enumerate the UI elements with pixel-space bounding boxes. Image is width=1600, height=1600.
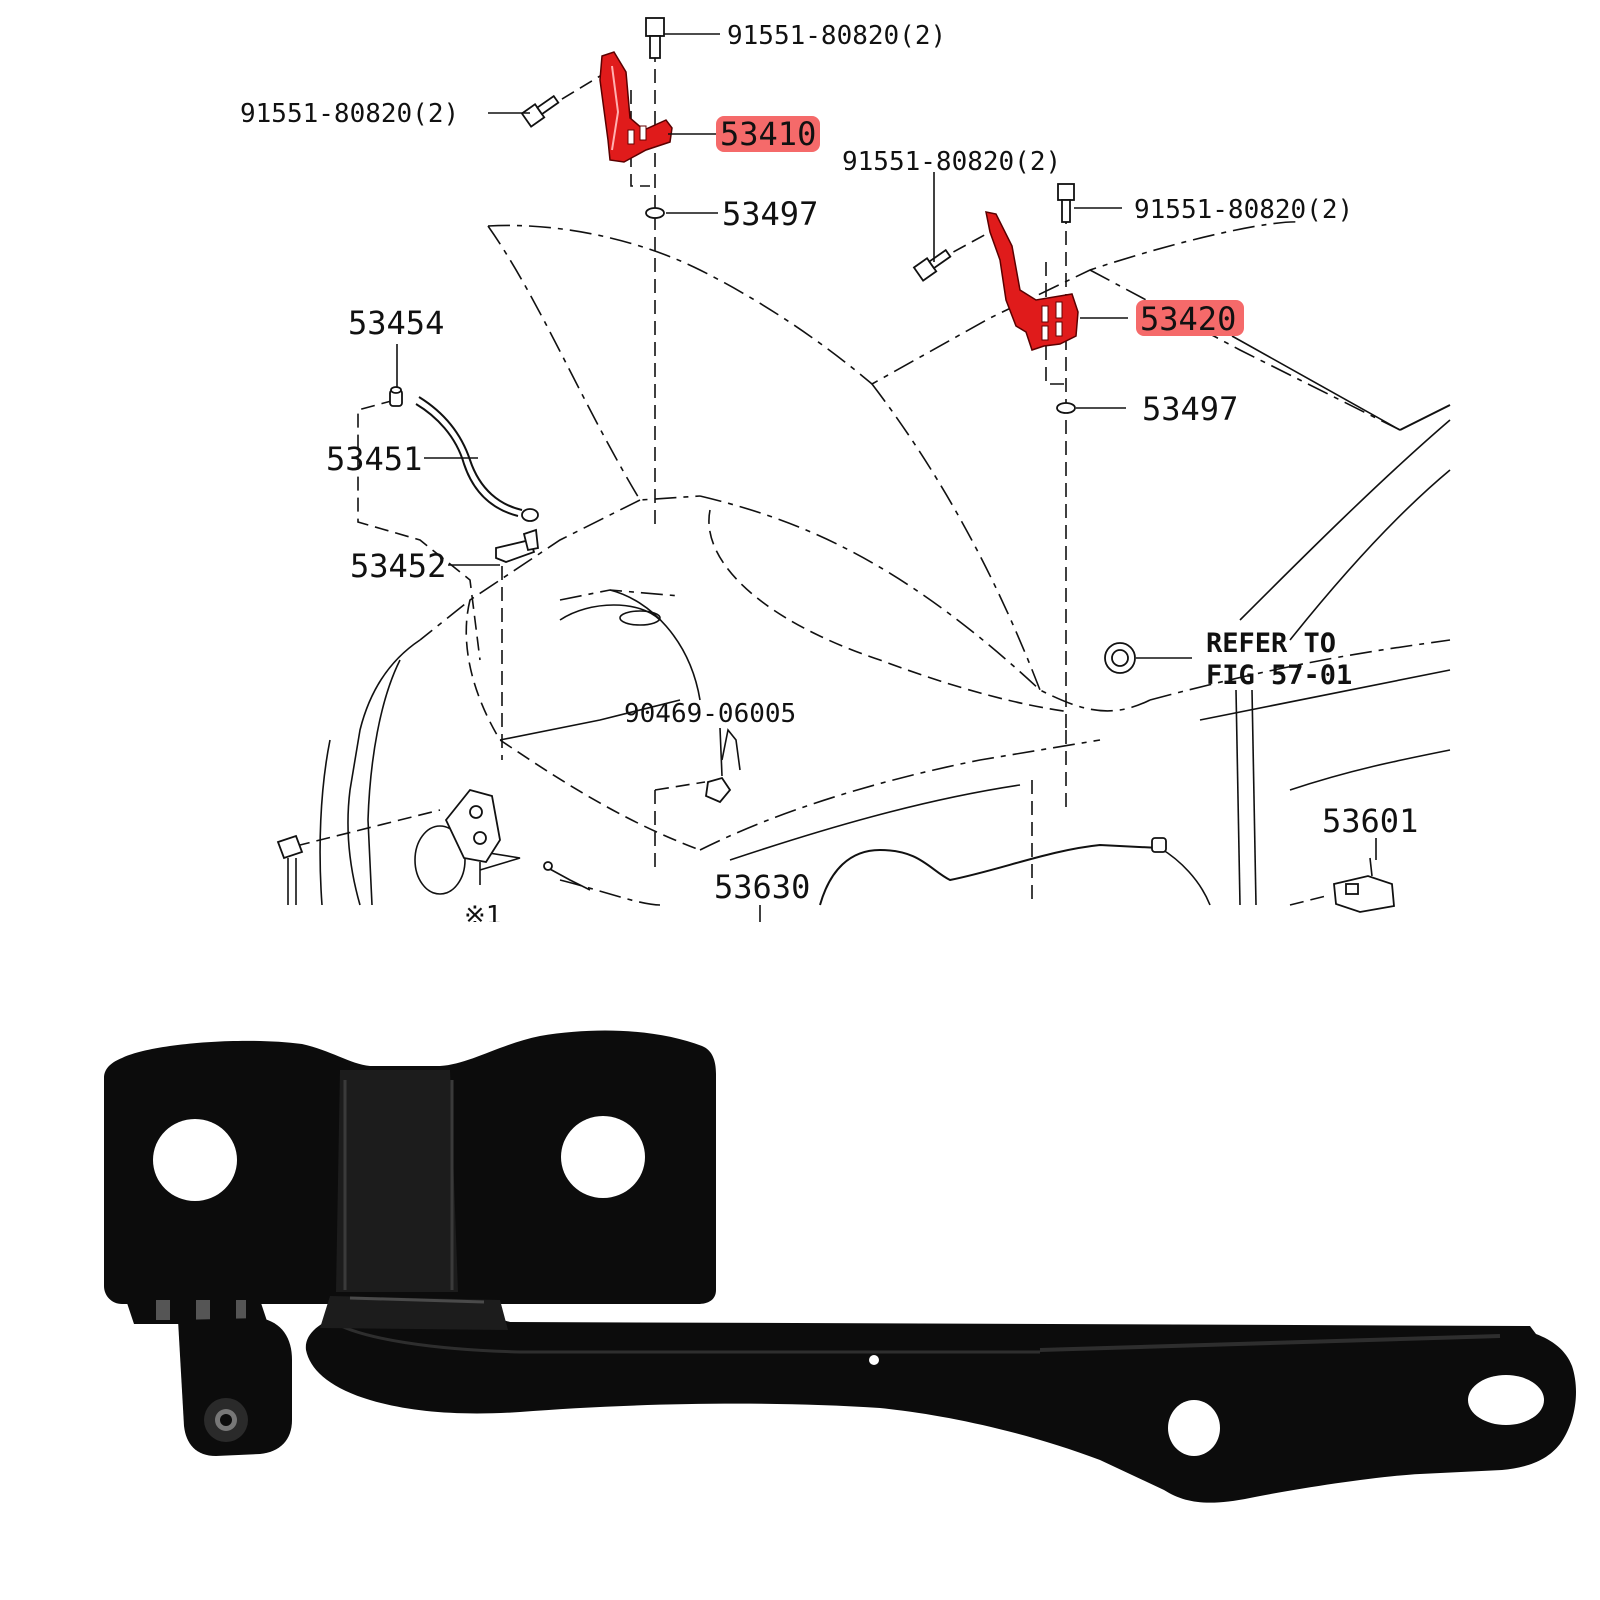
callout-bolt-mid: 91551-80820(2) <box>842 147 1061 177</box>
rod-clip-icon <box>495 528 539 563</box>
bolt-icon <box>276 834 304 905</box>
vehicle-outline <box>319 221 1451 906</box>
callout-hinge-left: 53410 <box>720 115 816 153</box>
callout-cushion-clip: 90469-06005 <box>624 699 796 729</box>
callout-refer-line1: REFER TO <box>1206 628 1336 659</box>
clip-icon <box>705 728 741 804</box>
hood-lock-icon <box>444 788 501 885</box>
leader-lines <box>396 33 1401 922</box>
bolt-icon <box>1057 183 1075 223</box>
callout-support-rod: 53451 <box>326 440 422 478</box>
callout-bolt-right: 91551-80820(2) <box>1134 195 1353 225</box>
cushion-icon <box>1104 642 1136 674</box>
arm-hole <box>1168 1400 1220 1456</box>
callout-washer-right: 53497 <box>1142 390 1238 428</box>
bolt-icon <box>912 248 952 282</box>
callout-labels: 91551-80820(2) 91551-80820(2) 53410 5349… <box>240 21 1418 931</box>
washer-icon <box>645 207 665 219</box>
hinge-arm <box>305 1305 1577 1503</box>
callout-rod-clip: 53452 <box>350 547 446 585</box>
callout-rod-holder: 53454 <box>348 304 444 342</box>
arm-hole <box>1468 1375 1544 1425</box>
hood-hinge-right-red <box>985 211 1079 351</box>
callout-release-lever: 53601 <box>1322 802 1418 840</box>
cable-end-icon <box>1151 837 1167 853</box>
mount-hole <box>561 1116 645 1198</box>
hood-hinge-photo <box>104 1030 1577 1503</box>
bolt-icon <box>645 17 665 59</box>
release-lever-icon <box>1333 857 1395 913</box>
installation-lines <box>295 48 1331 906</box>
callout-washer-left: 53497 <box>722 195 818 233</box>
callout-bolt-top: 91551-80820(2) <box>727 21 946 51</box>
bolt-icon <box>520 94 560 128</box>
mount-hole <box>153 1119 237 1201</box>
highlight-53410 <box>716 116 820 152</box>
hood-hinge-left-red <box>599 51 673 163</box>
highlight-53420 <box>1136 300 1244 336</box>
washer-icon <box>1056 402 1076 414</box>
callout-release-cable: 53630 <box>714 868 810 906</box>
callout-bolt-left: 91551-80820(2) <box>240 99 459 129</box>
rod-holder-icon <box>389 386 403 407</box>
hardware <box>276 17 1395 913</box>
callout-refer-line2: FIG 57-01 <box>1206 660 1352 691</box>
callout-hinge-right: 53420 <box>1140 300 1236 338</box>
